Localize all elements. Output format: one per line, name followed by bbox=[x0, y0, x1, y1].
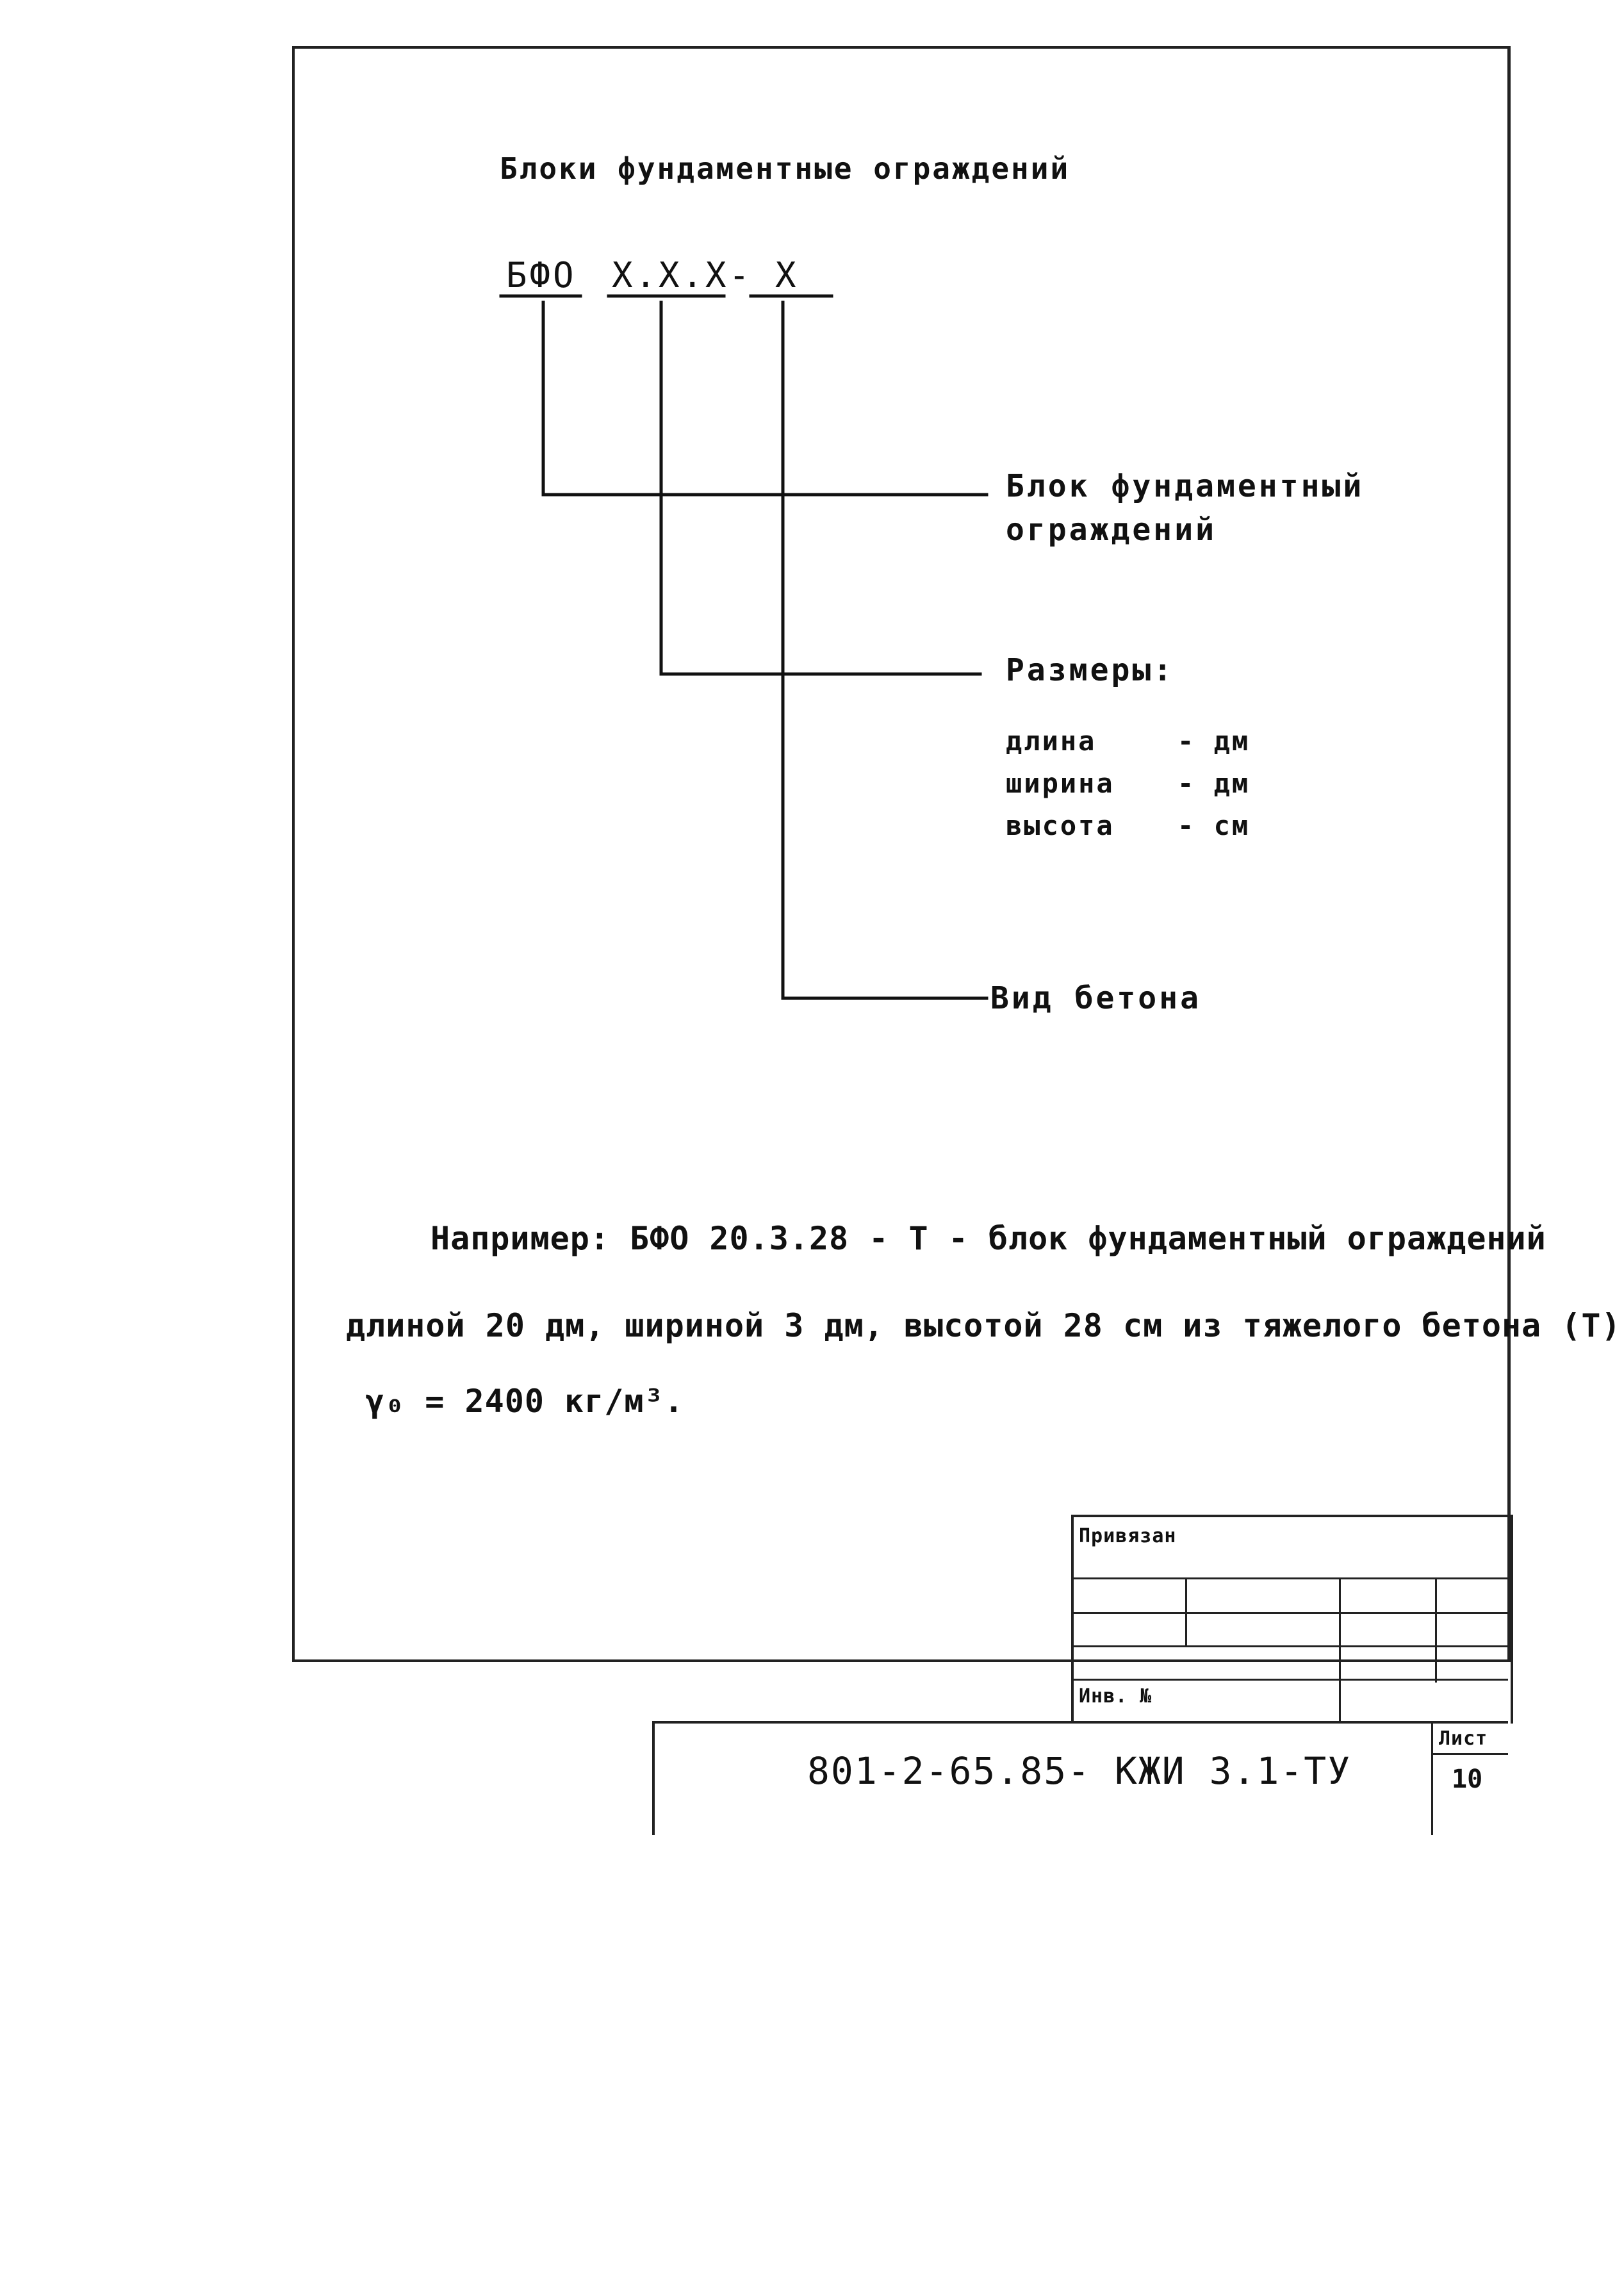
code-prefix: БФО bbox=[506, 255, 577, 295]
legend-block-line1: Блок фундаментный bbox=[1006, 468, 1365, 504]
list-item: ширина- дм bbox=[1006, 768, 1251, 799]
legend-sizes-title: Размеры: bbox=[1006, 652, 1175, 688]
stamp-code-top-line bbox=[652, 1721, 1508, 1724]
stamp-sheet-number: 10 bbox=[1452, 1765, 1483, 1794]
stamp-col-line bbox=[1435, 1577, 1437, 1683]
stamp-sheet-line bbox=[1431, 1753, 1508, 1755]
code-sizes: Х.Х.Х- bbox=[612, 255, 753, 295]
stamp-col-line bbox=[1185, 1577, 1187, 1645]
page-title: Блоки фундаментные ограждений bbox=[500, 151, 1070, 186]
stamp-row-line bbox=[1071, 1645, 1508, 1647]
list-item: длина- дм bbox=[1006, 725, 1251, 757]
stamp-sheet-divider bbox=[1431, 1721, 1433, 1835]
stamp-row-line bbox=[1071, 1612, 1508, 1614]
example-line-2: длиной 20 дм, шириной 3 дм, высотой 28 с… bbox=[346, 1307, 1621, 1344]
connector-block bbox=[541, 300, 988, 497]
stamp-sheet-label: Лист bbox=[1439, 1727, 1488, 1750]
legend-concrete: Вид бетона bbox=[990, 980, 1201, 1016]
code-concrete: Х bbox=[775, 255, 799, 295]
stamp-attached-label: Привязан bbox=[1079, 1525, 1177, 1547]
example-line-3: γ₀ = 2400 кг/м³. bbox=[365, 1383, 684, 1420]
stamp-row-line bbox=[1071, 1577, 1508, 1579]
list-item: высота- см bbox=[1006, 810, 1251, 841]
drawing-frame bbox=[292, 46, 1511, 1662]
example-line-1: Например: БФО 20.3.28 - Т - блок фундаме… bbox=[431, 1220, 1546, 1257]
stamp-col-line bbox=[1339, 1577, 1341, 1721]
document-code: 801-2-65.85- КЖИ 3.1-ТУ bbox=[807, 1749, 1352, 1793]
legend-block: Блок фундаментный ограждений bbox=[1006, 465, 1364, 552]
connector-concrete bbox=[781, 300, 988, 1000]
stamp-code-left-line bbox=[652, 1721, 655, 1835]
connector-sizes bbox=[659, 300, 982, 676]
legend-sizes-list: длина- дм ширина- дм высота- см bbox=[1006, 720, 1250, 847]
stamp-attached-box bbox=[1071, 1515, 1513, 1724]
stamp-inv-label: Инв. № bbox=[1079, 1685, 1152, 1708]
legend-block-line2: ограждений bbox=[1006, 512, 1217, 548]
stamp-row-line bbox=[1071, 1679, 1508, 1681]
